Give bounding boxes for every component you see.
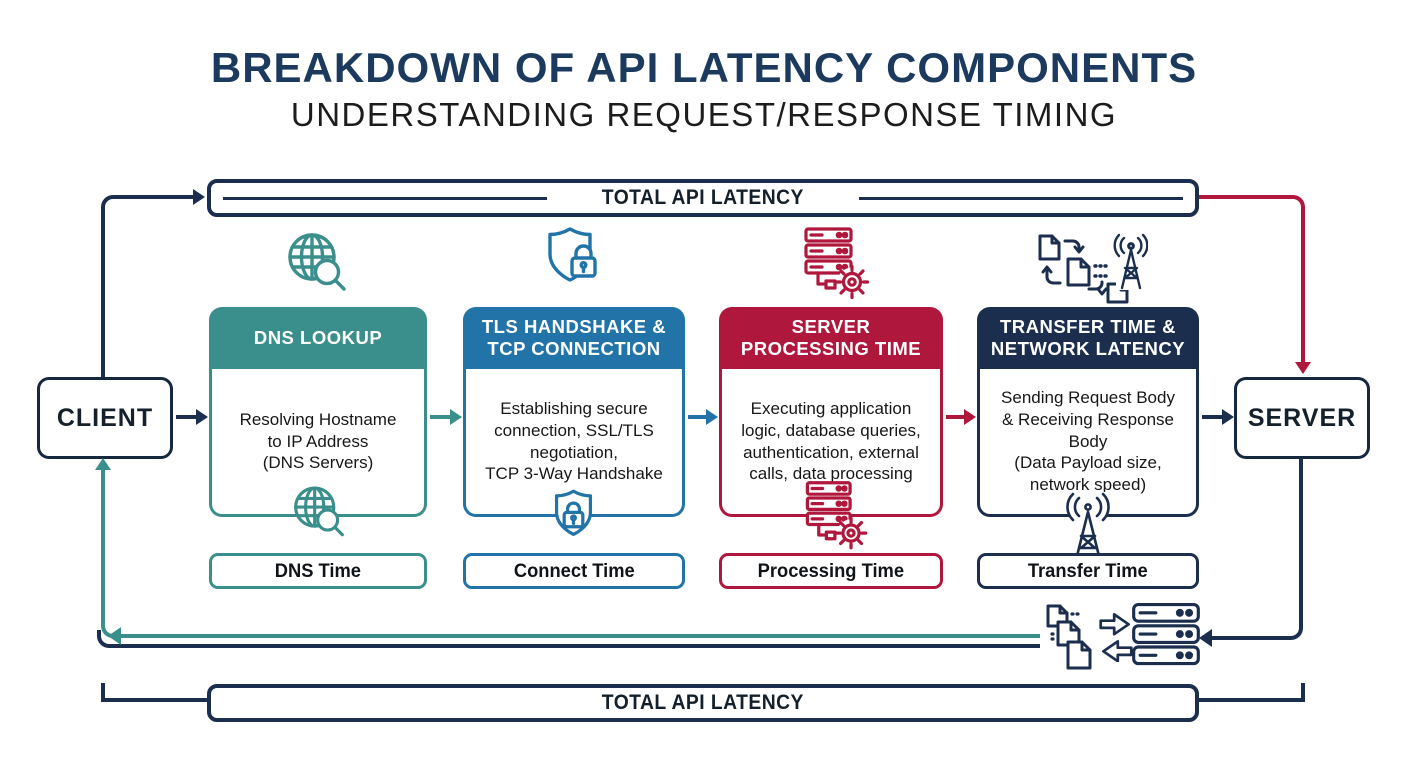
bottom-bracket-left	[101, 683, 207, 702]
dns-lookup-title: DNS LOOKUP	[209, 307, 427, 369]
response-return-line-navy	[97, 630, 1040, 648]
arrowhead-client-to-dns	[196, 409, 208, 425]
server-processing-title: SERVER PROCESSING TIME	[719, 307, 943, 369]
bar-rule-left	[223, 196, 548, 200]
arrow-tls-to-processing	[688, 415, 708, 419]
total-latency-bar-top: TOTAL API LATENCY	[207, 179, 1199, 217]
arrowhead-into-client-bottom	[95, 458, 111, 470]
transfer-time-description: Sending Request Body & Receiving Respons…	[977, 369, 1199, 517]
arrowhead-tls-to-processing	[706, 409, 718, 425]
transfer-time-title: TRANSFER TIME & NETWORK LATENCY	[977, 307, 1199, 369]
topbar-to-server-line	[1199, 195, 1305, 365]
total-latency-label-bottom: TOTAL API LATENCY	[601, 691, 805, 714]
radio-tower-icon-small	[1057, 490, 1119, 564]
connect-time-box: Connect Time	[463, 553, 685, 589]
response-riser-to-client	[101, 466, 127, 638]
shield-lock-icon-small	[546, 487, 601, 553]
arrowhead-dns-to-tls	[450, 409, 462, 425]
transfer-time-box: Transfer Time	[977, 553, 1199, 589]
request-response-arrows-icon	[1098, 610, 1134, 662]
shield-lock-icon	[542, 224, 606, 302]
arrow-dns-to-tls	[430, 415, 452, 419]
arrowhead-response-left	[108, 627, 121, 645]
client-label: CLIENT	[56, 403, 154, 432]
globe-search-icon-small	[287, 481, 351, 547]
server-label: SERVER	[1247, 403, 1357, 432]
arrowhead-transfer-to-server	[1222, 409, 1234, 425]
server-gear-icon	[794, 224, 872, 304]
arrowhead-into-server-rack	[1199, 629, 1212, 647]
page-subtitle: UNDERSTANDING REQUEST/RESPONSE TIMING	[290, 96, 1118, 133]
total-latency-label-top: TOTAL API LATENCY	[601, 186, 805, 209]
dns-time-label: DNS Time	[274, 559, 362, 582]
response-return-line-teal	[127, 634, 1040, 638]
bar-rule-right	[858, 196, 1184, 200]
tls-handshake-card: TLS HANDSHAKE & TCP CONNECTION Establish…	[463, 307, 685, 517]
connect-time-label: Connect Time	[513, 559, 635, 582]
transfer-time-label: Transfer Time	[1028, 559, 1148, 582]
dns-lookup-card: DNS LOOKUP Resolving Hostname to IP Addr…	[209, 307, 427, 517]
page-title: BREAKDOWN OF API LATENCY COMPONENTS	[210, 44, 1198, 91]
arrow-client-to-dns	[176, 415, 198, 419]
server-gear-icon-small	[796, 477, 870, 555]
processing-time-label: Processing Time	[757, 559, 905, 582]
bottom-bracket-right	[1199, 683, 1305, 702]
total-latency-bar-bottom: TOTAL API LATENCY	[207, 684, 1199, 722]
server-box: SERVER	[1234, 377, 1370, 459]
arrowhead-into-server-top	[1295, 362, 1311, 374]
globe-search-icon	[280, 227, 354, 303]
transfer-time-card: TRANSFER TIME & NETWORK LATENCY Sending …	[977, 307, 1199, 517]
dns-time-box: DNS Time	[209, 553, 427, 589]
arrow-processing-to-transfer	[946, 415, 966, 419]
client-box: CLIENT	[37, 377, 173, 459]
arrow-transfer-to-server	[1202, 415, 1224, 419]
documents-stack-icon	[1042, 602, 1100, 674]
server-to-response-line	[1211, 458, 1303, 640]
arrowhead-processing-to-transfer	[964, 409, 976, 425]
client-to-topbar-line	[101, 195, 193, 379]
data-transfer-tower-icon	[1032, 226, 1148, 306]
tls-handshake-title: TLS HANDSHAKE & TCP CONNECTION	[463, 307, 685, 369]
server-rack-icon	[1130, 600, 1202, 670]
processing-time-box: Processing Time	[719, 553, 943, 589]
arrowhead-into-topbar	[193, 189, 205, 205]
